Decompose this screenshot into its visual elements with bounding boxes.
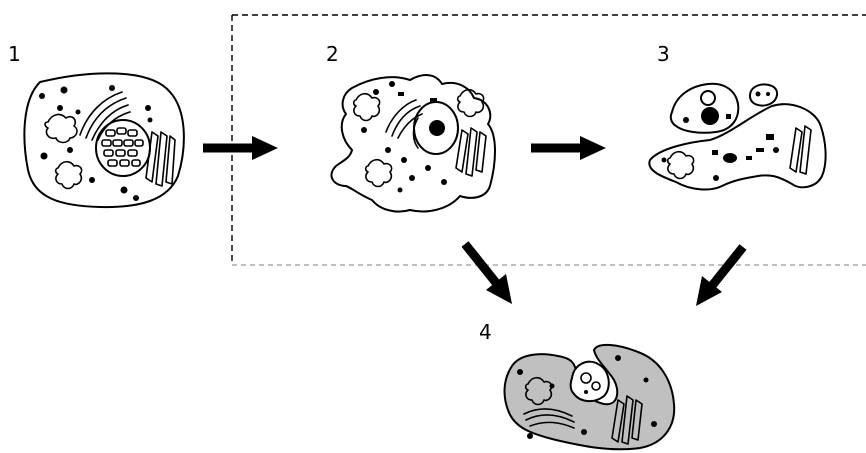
cell-4-phagocyte [505, 345, 675, 449]
arrow-2-to-3 [531, 136, 606, 160]
arrow-1-to-2 [203, 136, 278, 160]
cell-3-apoptotic-bodies [649, 84, 825, 190]
cell-1-normal [24, 73, 183, 207]
arrow-2-to-4 [465, 244, 512, 304]
arrow-3-to-4 [696, 247, 743, 306]
cell-2-shrinking [331, 75, 495, 211]
